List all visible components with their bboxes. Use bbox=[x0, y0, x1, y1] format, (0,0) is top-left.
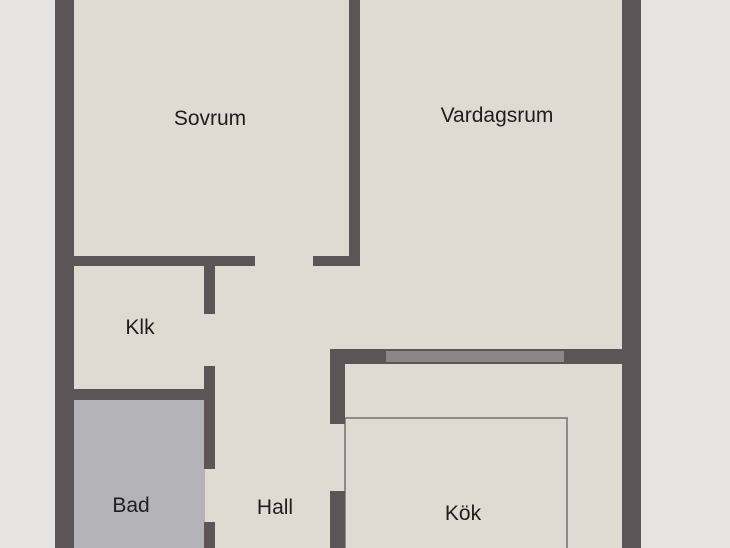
room-label-bathroom: Bad bbox=[112, 494, 150, 517]
room-label-closet: Klk bbox=[125, 316, 155, 339]
wall-kitchen-left-lower bbox=[330, 491, 345, 548]
room-label-living-room: Vardagsrum bbox=[440, 104, 554, 127]
wall-outer-left bbox=[55, 0, 74, 548]
wall-outer-right bbox=[622, 0, 641, 548]
wall-closet-bottom bbox=[74, 389, 215, 400]
room-label-hall: Hall bbox=[256, 496, 294, 519]
wall-bedroom-living bbox=[349, 0, 360, 266]
wall-living-stub bbox=[313, 256, 360, 266]
wall-bedroom-bottom bbox=[74, 256, 255, 266]
room-label-kitchen: Kök bbox=[444, 502, 482, 525]
wall-kitchen-left bbox=[330, 349, 345, 424]
wall-bath-upper bbox=[204, 366, 215, 469]
wall-closet-stub bbox=[204, 266, 215, 314]
kitchen-wall-window bbox=[386, 351, 564, 362]
wall-bath-lower bbox=[204, 522, 215, 548]
bathroom-floor bbox=[74, 400, 205, 548]
room-label-bedroom: Sovrum bbox=[173, 107, 247, 130]
kitchen-counter bbox=[344, 417, 568, 548]
